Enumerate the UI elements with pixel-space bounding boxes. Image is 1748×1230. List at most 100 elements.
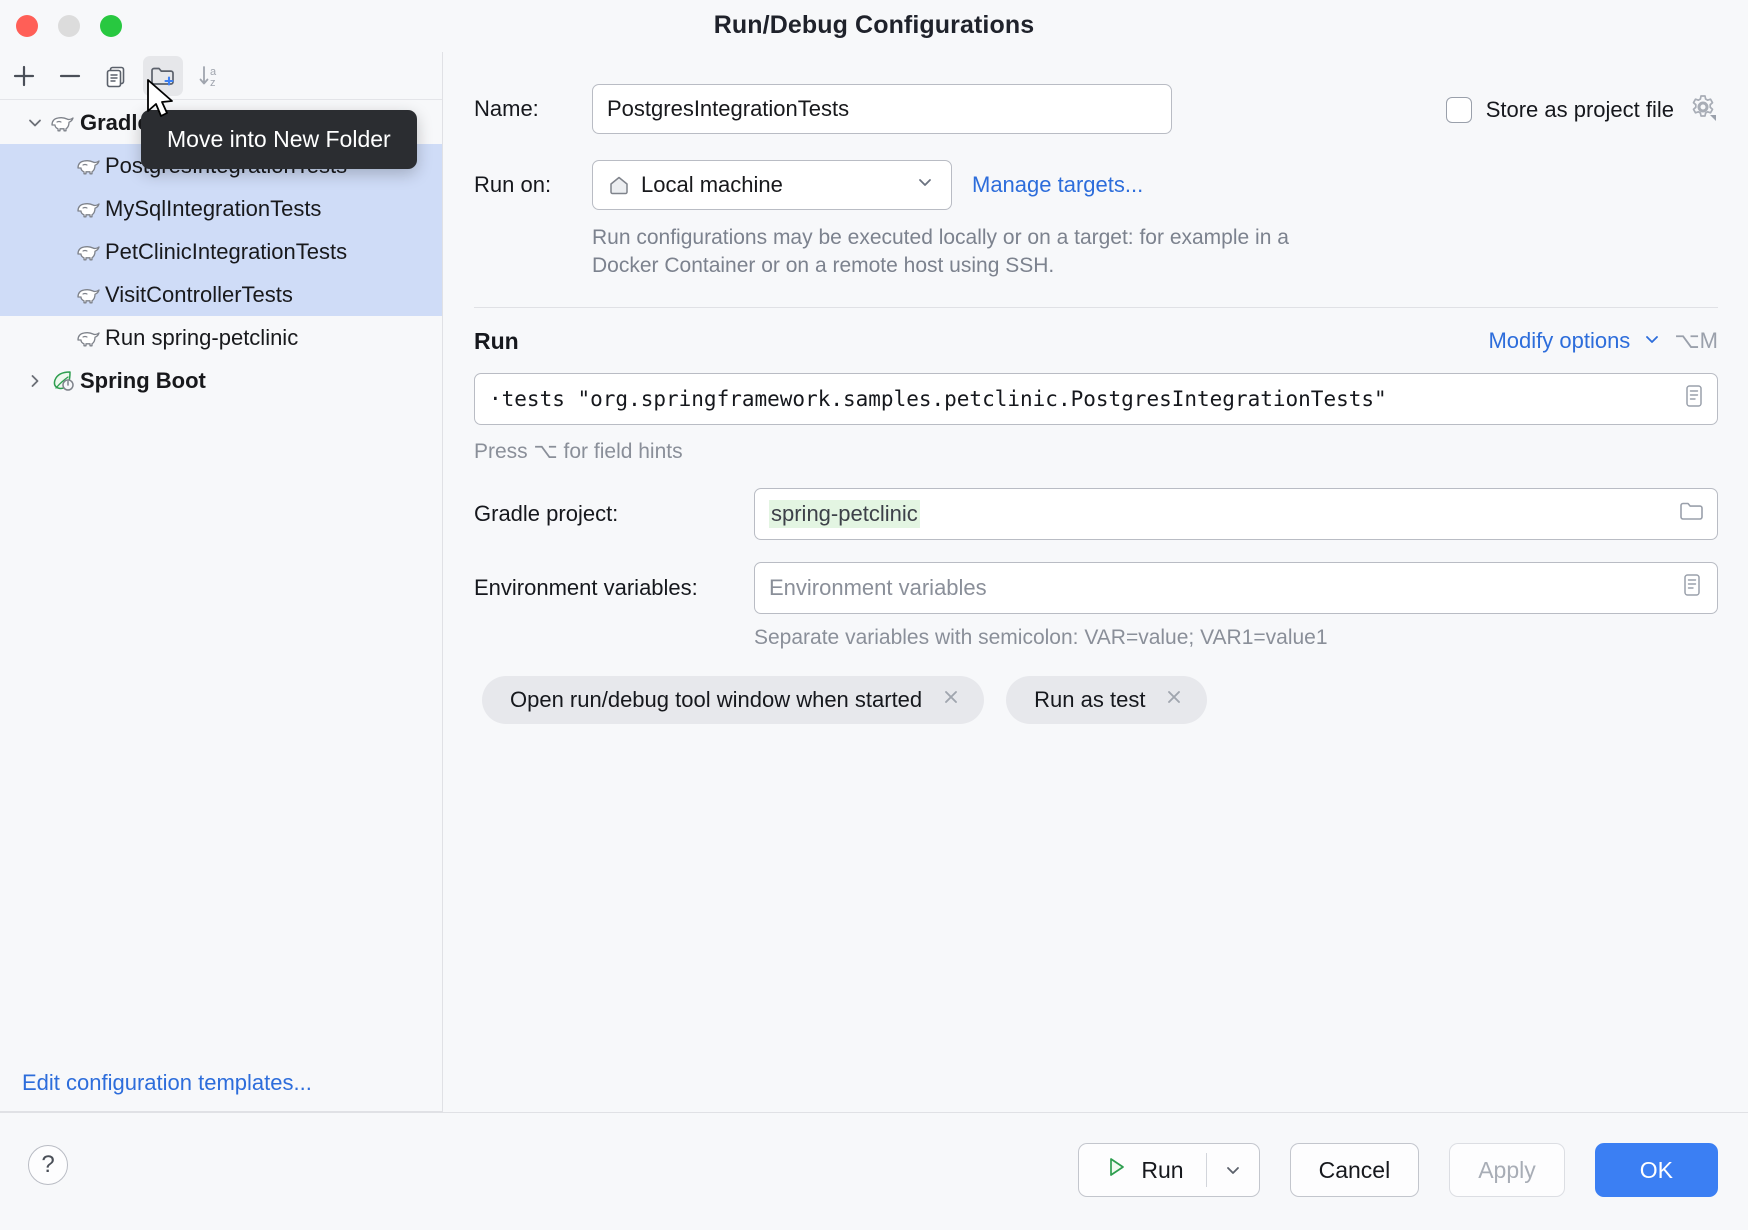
copy-configuration-button[interactable] [96,56,136,96]
sort-configurations-button[interactable]: a z [190,56,230,96]
dialog-footer: ? Run Cancel Apply OK [0,1112,1748,1230]
run-on-select[interactable]: Local machine [592,160,952,210]
name-row: Name: PostgresIntegrationTests Store as … [474,84,1718,134]
tree-group-spring-boot[interactable]: Spring Boot [0,359,442,402]
gradle-elephant-icon [74,242,104,262]
play-icon [1103,1154,1129,1186]
chip-run-as-test[interactable]: Run as test [1006,675,1208,724]
tooltip: Move into New Folder [141,110,417,169]
remove-configuration-button[interactable] [50,56,90,96]
environment-variables-input[interactable]: Environment variables [754,561,1718,614]
gradle-elephant-icon [74,328,104,348]
run-section-header: Run Modify options ⌥M [474,328,1718,355]
store-as-project-file-group: Store as project file [1445,92,1718,127]
run-on-label: Run on: [474,172,552,197]
gradle-project-input[interactable]: spring-petclinic [754,487,1718,540]
svg-text:z: z [210,77,216,89]
zoom-window-button[interactable] [100,15,122,37]
gear-icon[interactable] [1688,92,1718,127]
run-on-value: Local machine [641,172,783,197]
gradle-project-row: Gradle project: spring-petclinic [474,487,1718,540]
run-on-row: Run on: Local machine Manage targets... [474,160,1718,210]
tree-item-label: Run spring-petclinic [105,324,299,350]
modify-options-link[interactable]: Modify options [1488,328,1631,354]
folder-browse-icon[interactable] [1677,498,1705,529]
tree-item-petclinicintegrationtests[interactable]: PetClinicIntegrationTests [0,230,442,273]
minus-icon [59,74,81,78]
close-window-button[interactable] [16,15,38,37]
name-label: Name: [474,96,539,121]
configuration-editor: Name: PostgresIntegrationTests Store as … [444,52,1748,1112]
sidebar-divider [0,1111,442,1112]
tree-item-label: MySqlIntegrationTests [105,195,322,221]
svg-text:a: a [210,66,217,78]
title-bar: Run/Debug Configurations [0,0,1748,52]
add-configuration-button[interactable] [4,56,44,96]
edit-configuration-templates-link[interactable]: Edit configuration templates... [22,1070,312,1095]
name-input[interactable]: PostgresIntegrationTests [592,84,1172,134]
modify-options-shortcut: ⌥M [1674,328,1718,354]
help-button[interactable]: ? [28,1145,68,1185]
ok-button[interactable]: OK [1594,1143,1718,1197]
environment-variables-placeholder: Environment variables [769,574,987,600]
field-hints-text: Press ⌥ for field hints [474,439,683,463]
tree-group-label: Spring Boot [80,367,206,393]
gradle-project-value: spring-petclinic [769,499,920,528]
options-chip-list: Open run/debug tool window when started … [474,675,1718,724]
environment-variables-hint: Separate variables with semicolon: VAR=v… [754,625,1328,649]
cancel-button[interactable]: Cancel [1289,1143,1420,1197]
run-button-label: Run [1141,1156,1184,1183]
run-button[interactable]: Run [1078,1143,1260,1197]
gradle-project-label: Gradle project: [474,500,619,526]
minimize-window-button[interactable] [58,15,80,37]
gradle-elephant-icon [74,285,104,305]
gradle-elephant-icon [48,113,78,133]
store-as-project-file-label: Store as project file [1485,96,1674,122]
expand-editor-icon[interactable] [1681,382,1707,415]
configurations-tree[interactable]: Gradle PostgresIntegrationTests [0,101,442,1054]
mouse-cursor [145,78,179,129]
tree-item-visitcontrollertests[interactable]: VisitControllerTests [0,273,442,316]
tree-group-gradle[interactable]: Gradle [0,101,442,144]
chip-open-run-debug-tool-window[interactable]: Open run/debug tool window when started [482,675,985,724]
modify-options-group: Modify options ⌥M [1488,328,1718,354]
gradle-elephant-icon [74,199,104,219]
sidebar-toolbar: a z [0,52,442,100]
configurations-sidebar: a z Gradle [0,52,443,1112]
tree-item-mysqlintegrationtests[interactable]: MySqlIntegrationTests [0,187,442,230]
store-as-project-file-checkbox[interactable] [1445,96,1472,123]
chevron-down-icon[interactable] [22,114,48,132]
sort-az-icon: a z [199,66,217,89]
home-icon [607,173,631,197]
window-controls [16,15,122,37]
chevron-down-icon[interactable] [915,172,935,198]
apply-button[interactable]: Apply [1449,1143,1565,1197]
run-dropdown-button[interactable] [1207,1144,1259,1196]
expand-editor-icon[interactable] [1679,571,1705,604]
environment-variables-row: Environment variables: Environment varia… [474,561,1718,614]
copy-icon [106,66,125,88]
close-icon[interactable] [1163,686,1185,713]
footer-buttons: Run Cancel Apply OK [1078,1143,1718,1197]
run-section-title: Run [474,327,519,354]
close-icon[interactable] [940,686,962,713]
plus-icon [13,65,35,87]
dialog-title: Run/Debug Configurations [713,11,1035,39]
tree-group-label: Gradle [80,109,150,135]
run-button-separator [1205,1153,1207,1187]
environment-variables-label: Environment variables: [474,574,698,600]
run-command-input[interactable]: ·tests "org.springframework.samples.petc… [474,372,1718,425]
chevron-right-icon[interactable] [22,372,48,390]
spring-boot-leaf-icon [48,369,78,393]
section-divider [474,306,1718,308]
run-on-hint: Run configurations may be executed local… [592,226,1289,278]
run-command-value: ·tests "org.springframework.samples.petc… [489,386,1387,411]
tree-item-label: VisitControllerTests [105,281,293,307]
manage-targets-link[interactable]: Manage targets... [972,172,1144,197]
chip-label: Open run/debug tool window when started [510,686,923,712]
chevron-down-icon[interactable] [1642,329,1662,354]
tree-item-run-spring-petclinic[interactable]: Run spring-petclinic [0,316,442,359]
chip-label: Run as test [1034,686,1146,712]
tree-item-label: PetClinicIntegrationTests [105,238,348,264]
